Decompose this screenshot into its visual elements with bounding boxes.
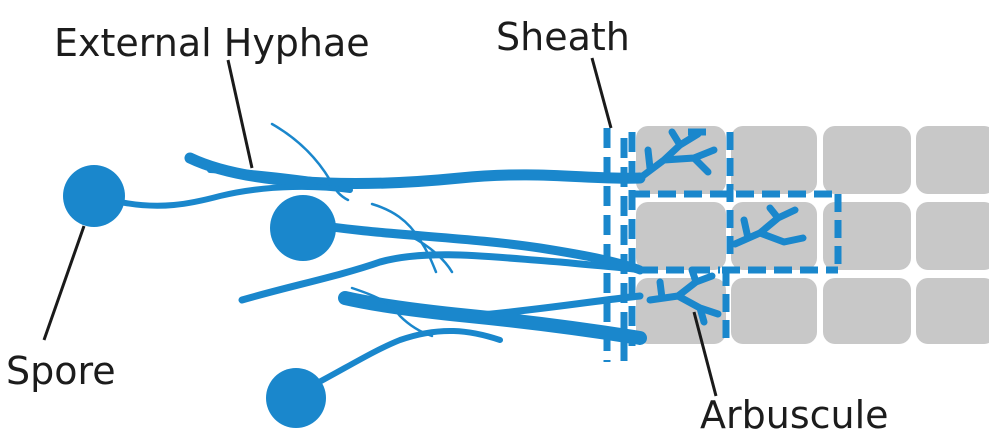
- external-hyphae: [190, 158, 640, 338]
- external-hyphae-label: External Hyphae: [54, 24, 370, 62]
- spore-leader: [44, 226, 84, 340]
- external-hyphae-leader: [228, 60, 252, 168]
- spore-3: [266, 368, 326, 428]
- sheath-label: Sheath: [496, 18, 630, 56]
- sheath-leader: [592, 58, 611, 128]
- spore-2: [270, 195, 336, 261]
- spore-label: Spore: [6, 352, 116, 390]
- arbuscule-label: Arbuscule: [700, 396, 889, 434]
- spore-1: [63, 165, 125, 227]
- leader-lines: [44, 58, 716, 396]
